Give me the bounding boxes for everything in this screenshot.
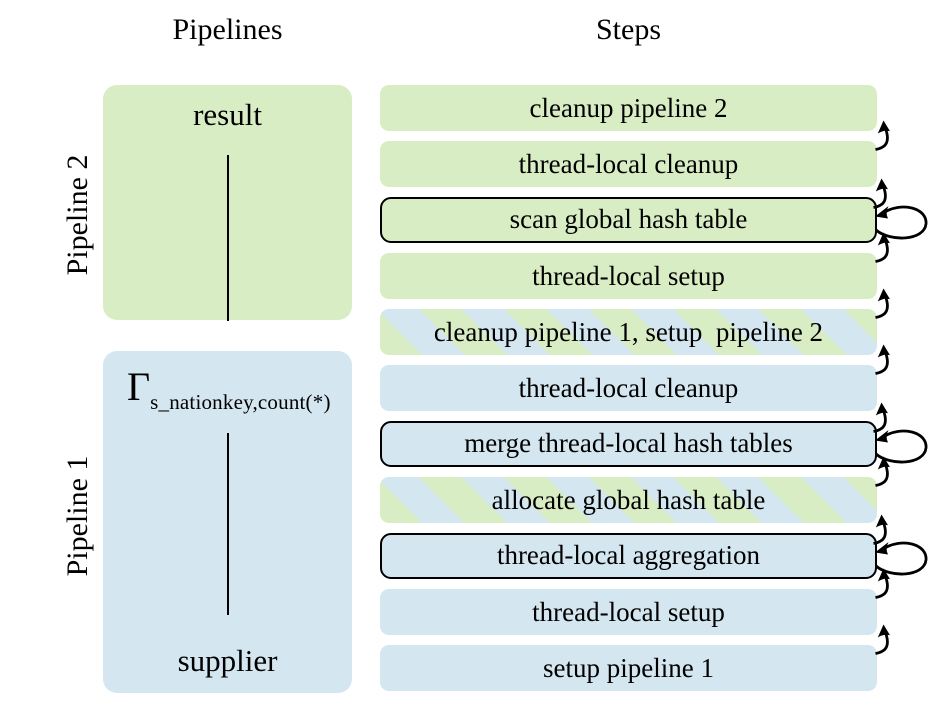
next-step-arrow-icon <box>874 567 892 599</box>
step-label: cleanup pipeline 2 <box>529 93 728 123</box>
steps-column: cleanup pipeline 2 thread-local cleanup … <box>380 85 928 701</box>
step-label: thread-local cleanup <box>518 149 739 179</box>
next-step-arrow-icon <box>874 119 892 151</box>
step-label: thread-local setup <box>532 261 725 291</box>
step-label: setup pipeline 1 <box>543 653 714 683</box>
pipeline-2-plan-box: result <box>103 85 352 321</box>
step-box: allocate global hash table <box>380 455 892 523</box>
step-label: scan global hash table <box>509 204 748 234</box>
step-box: thread-local aggregation <box>380 513 928 579</box>
step-label: thread-local aggregation <box>496 540 761 570</box>
gamma-subscript: s_nationkey,count(*) <box>150 390 331 414</box>
step-label: merge thread-local hash tables <box>464 428 793 458</box>
step-box: thread-local cleanup <box>380 119 892 187</box>
pipelines-column-header: Pipelines <box>172 13 283 46</box>
step-box: thread-local setup <box>380 567 892 635</box>
result-operator-label: result <box>193 97 262 132</box>
pipeline-1-side-label: Pipeline 1 <box>61 455 94 577</box>
step-label: thread-local setup <box>532 597 725 627</box>
step-box: cleanup pipeline 2 <box>380 85 877 131</box>
step-box: setup pipeline 1 <box>380 623 892 691</box>
step-box: thread-local cleanup <box>380 343 892 411</box>
plan-edge-line <box>226 433 229 615</box>
next-step-arrow-icon <box>874 231 892 263</box>
step-label: allocate global hash table <box>491 485 766 515</box>
gamma-symbol: Γ <box>127 364 151 409</box>
next-step-arrow-icon <box>874 623 892 655</box>
step-label: cleanup pipeline 1, setup pipeline 2 <box>433 317 824 347</box>
next-step-arrow-icon <box>874 287 892 319</box>
supplier-table-label: supplier <box>177 643 278 678</box>
next-step-arrow-icon <box>874 455 892 487</box>
next-step-arrow-icon <box>874 343 892 375</box>
step-box: thread-local setup <box>380 231 892 299</box>
step-box: merge thread-local hash tables <box>380 401 928 467</box>
pipeline-1-plan-box: Γs_nationkey,count(*) supplier <box>103 351 352 693</box>
pipeline-2-side-label: Pipeline 2 <box>61 154 94 276</box>
steps-column-header: Steps <box>595 13 661 46</box>
step-box: cleanup pipeline 1, setup pipeline 2 <box>380 287 892 355</box>
step-box: scan global hash table <box>380 177 928 243</box>
step-label: thread-local cleanup <box>518 373 739 403</box>
plan-edge-line <box>226 155 229 321</box>
aggregation-operator-label: Γs_nationkey,count(*) <box>127 363 331 414</box>
